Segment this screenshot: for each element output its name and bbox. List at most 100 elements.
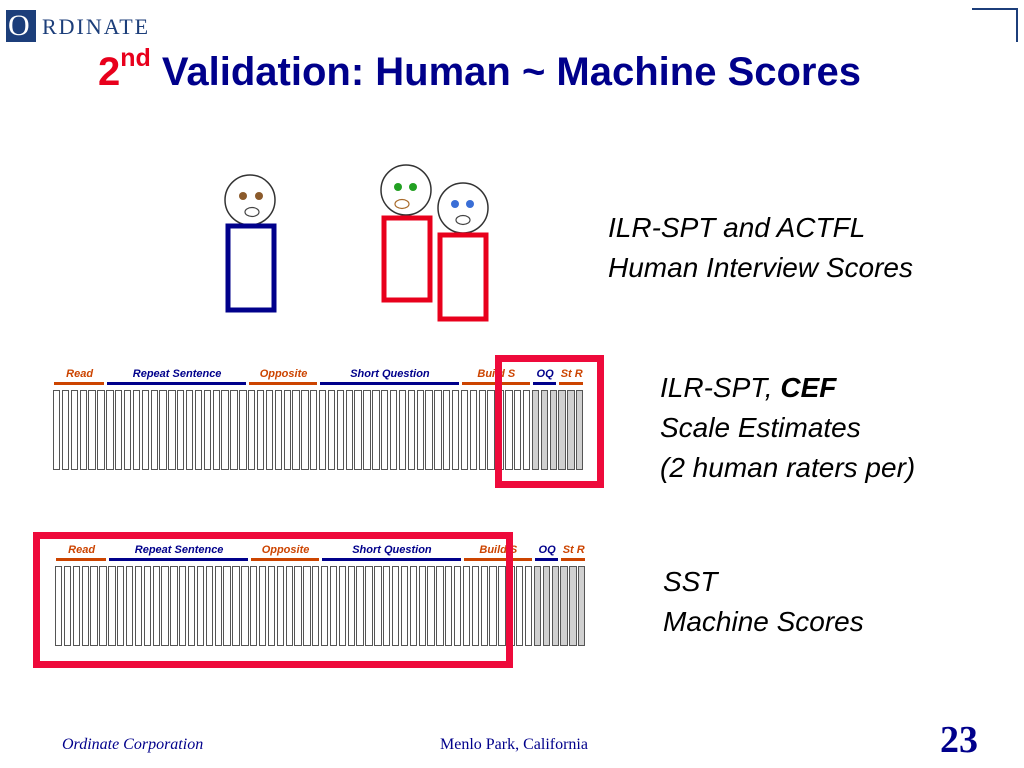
item-cell bbox=[81, 566, 89, 646]
item-cell bbox=[560, 566, 568, 646]
item-cell bbox=[498, 566, 506, 646]
item-cell bbox=[79, 390, 87, 470]
machine-scores-line-1: SST bbox=[663, 566, 718, 597]
human-scores-label: ILR-SPT and ACTFL Human Interview Scores bbox=[608, 208, 913, 288]
item-cell bbox=[230, 390, 238, 470]
item-cell bbox=[551, 566, 559, 646]
item-cell bbox=[549, 390, 557, 470]
item-cell bbox=[179, 566, 187, 646]
logo-text: RDINATE bbox=[42, 14, 151, 39]
highlight-scored-items-box bbox=[33, 532, 513, 668]
item-cell bbox=[400, 566, 409, 646]
rater-figure-3 bbox=[437, 182, 489, 322]
item-cell bbox=[487, 390, 495, 470]
machine-scores-line-2: Machine Scores bbox=[663, 606, 864, 637]
item-cell bbox=[285, 566, 293, 646]
item-cell bbox=[212, 390, 220, 470]
item-cell bbox=[578, 566, 586, 646]
item-cell bbox=[194, 390, 203, 470]
segment-underline bbox=[249, 382, 317, 385]
segment-label: Short Question bbox=[350, 368, 430, 380]
scale-estimates-line-3: (2 human raters per) bbox=[660, 452, 916, 483]
item-cell bbox=[454, 566, 462, 646]
segment-underline bbox=[109, 558, 249, 561]
item-cell bbox=[125, 566, 134, 646]
item-cell bbox=[460, 390, 469, 470]
item-cell bbox=[177, 390, 185, 470]
item-cell bbox=[540, 390, 549, 470]
segment-label: Repeat Sentence bbox=[134, 544, 224, 556]
item-cell bbox=[436, 566, 444, 646]
item-cell bbox=[292, 390, 300, 470]
item-cell bbox=[505, 390, 513, 470]
item-cell bbox=[186, 390, 194, 470]
item-cell bbox=[203, 390, 212, 470]
item-cell bbox=[372, 390, 380, 470]
item-cell bbox=[223, 566, 231, 646]
item-cell bbox=[365, 566, 373, 646]
highlight-oq-str-box bbox=[495, 355, 604, 488]
title-text: Validation: Human ~ Machine Scores bbox=[150, 50, 861, 94]
item-cell bbox=[338, 566, 347, 646]
item-cell bbox=[567, 390, 575, 470]
machine-scores-label: SST Machine Scores bbox=[663, 562, 864, 642]
segment-underline bbox=[534, 558, 559, 561]
item-cell bbox=[445, 566, 453, 646]
item-cell bbox=[321, 566, 329, 646]
rater-figure-2 bbox=[380, 164, 433, 303]
segment-label: Opposite bbox=[261, 544, 310, 556]
item-cell bbox=[427, 566, 435, 646]
logo-mark: O bbox=[6, 10, 36, 42]
item-cell bbox=[347, 566, 355, 646]
segment-label: OQ bbox=[536, 368, 554, 380]
slide-title: 2nd Validation: Human ~ Machine Scores bbox=[98, 46, 861, 95]
item-cell bbox=[558, 390, 566, 470]
item-cell bbox=[88, 390, 96, 470]
item-cell bbox=[117, 566, 125, 646]
human-scores-line-1: ILR-SPT and ACTFL bbox=[608, 212, 866, 243]
scale-estimates-line-1: ILR-SPT, CEF bbox=[660, 368, 915, 408]
segment-underline bbox=[54, 382, 105, 385]
item-cell bbox=[150, 390, 158, 470]
item-cell bbox=[70, 390, 79, 470]
logo-letter: O bbox=[8, 9, 30, 42]
item-cell bbox=[303, 566, 311, 646]
item-cell bbox=[354, 390, 362, 470]
segment-underline bbox=[251, 558, 319, 561]
item-cell bbox=[469, 390, 478, 470]
item-cell bbox=[327, 390, 336, 470]
item-cell bbox=[256, 390, 265, 470]
scale-estimates-label: ILR-SPT, CEF Scale Estimates (2 human ra… bbox=[660, 368, 915, 488]
segment-label: Repeat Sentence bbox=[132, 368, 222, 380]
item-cell bbox=[576, 390, 584, 470]
item-cell bbox=[391, 566, 400, 646]
item-cell bbox=[248, 390, 256, 470]
item-cell bbox=[452, 390, 460, 470]
item-cell bbox=[115, 390, 123, 470]
item-cell bbox=[90, 566, 98, 646]
segment-label: Read bbox=[66, 368, 94, 380]
segment-underline bbox=[322, 558, 461, 561]
human-scores-line-2: Human Interview Scores bbox=[608, 252, 914, 283]
item-cell bbox=[61, 390, 70, 470]
item-cell bbox=[407, 390, 416, 470]
item-cell bbox=[312, 566, 320, 646]
item-cell bbox=[489, 566, 497, 646]
item-cell bbox=[319, 390, 327, 470]
segment-label: Read bbox=[68, 544, 96, 556]
item-cell bbox=[383, 566, 391, 646]
item-cell bbox=[267, 566, 276, 646]
item-cell bbox=[170, 566, 178, 646]
footer-location: Menlo Park, California bbox=[440, 736, 588, 753]
item-cell bbox=[381, 390, 389, 470]
item-cell bbox=[514, 390, 522, 470]
item-cell bbox=[188, 566, 196, 646]
segment-label: Opposite bbox=[259, 368, 308, 380]
item-cell bbox=[283, 390, 291, 470]
scale-line-1-bold: CEF bbox=[780, 372, 837, 403]
item-cell bbox=[143, 566, 152, 646]
segment-label: St R bbox=[560, 368, 583, 380]
item-cell bbox=[106, 390, 114, 470]
item-cell bbox=[294, 566, 302, 646]
segment-label: Short Question bbox=[352, 544, 432, 556]
